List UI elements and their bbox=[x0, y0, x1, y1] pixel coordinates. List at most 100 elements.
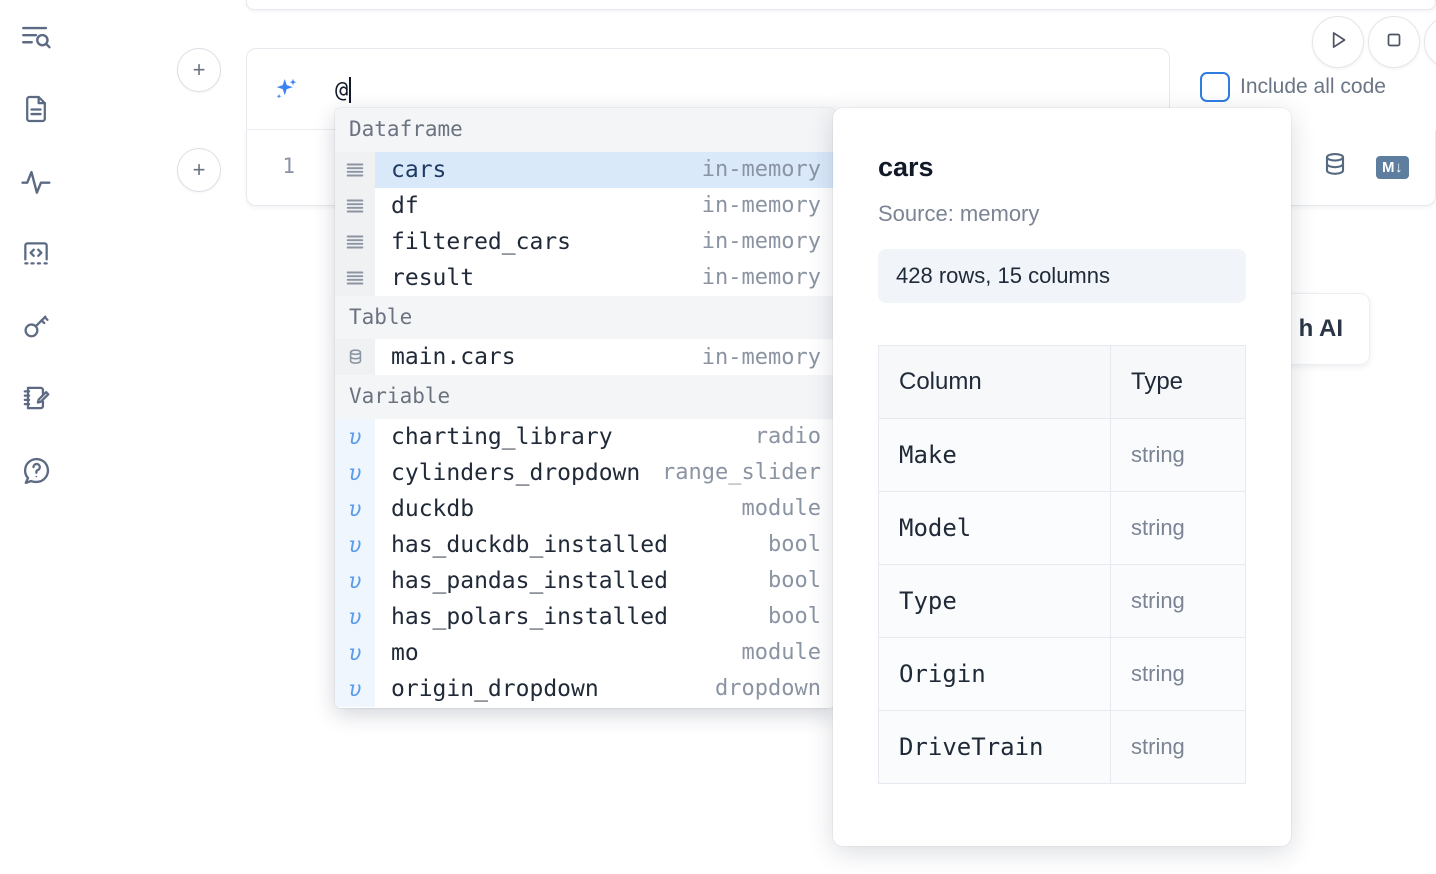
autocomplete-item-name: df bbox=[391, 192, 419, 219]
database-icon[interactable] bbox=[1320, 150, 1350, 185]
autocomplete-item[interactable]: υ origin_dropdown dropdown bbox=[335, 670, 835, 707]
sparkle-icon bbox=[271, 75, 301, 105]
scratchpad-icon bbox=[20, 382, 52, 414]
add-cell-above-button[interactable]: + bbox=[177, 48, 221, 92]
variable-icon: υ bbox=[335, 634, 375, 671]
key-icon bbox=[20, 310, 52, 342]
dataframe-icon bbox=[335, 223, 375, 260]
schema-type-cell: string bbox=[1110, 637, 1246, 711]
sidebar-item-scratchpad[interactable] bbox=[12, 374, 60, 422]
autocomplete-item-name: origin_dropdown bbox=[391, 675, 599, 702]
sidebar-item-help[interactable] bbox=[12, 446, 60, 494]
autocomplete-item-name: main.cars bbox=[391, 344, 516, 370]
autocomplete-item-name: charting_library bbox=[391, 423, 613, 450]
schema-column-name: DriveTrain bbox=[899, 733, 1044, 761]
autocomplete-item-meta: dropdown bbox=[715, 676, 821, 701]
ai-prompt-input[interactable]: @ bbox=[335, 73, 352, 107]
activity-icon bbox=[19, 165, 53, 199]
variable-icon: υ bbox=[335, 454, 375, 491]
schema-type-cell: string bbox=[1110, 418, 1246, 492]
text-caret bbox=[349, 77, 352, 103]
sidebar-item-snippets[interactable] bbox=[12, 230, 60, 278]
autocomplete-item-name: has_duckdb_installed bbox=[391, 531, 668, 558]
plus-icon: + bbox=[192, 157, 206, 182]
autocomplete-item-meta: in-memory bbox=[701, 265, 821, 290]
autocomplete-item-name: cylinders_dropdown bbox=[391, 459, 641, 486]
autocomplete-item[interactable]: υ cylinders_dropdown range_slider bbox=[335, 454, 835, 491]
autocomplete-section-header: Table bbox=[335, 295, 835, 339]
variable-icon: υ bbox=[335, 562, 375, 599]
variable-icon: υ bbox=[335, 418, 375, 455]
schema-type-name: string bbox=[1131, 661, 1185, 686]
autocomplete-item-body: cars in-memory bbox=[375, 151, 835, 188]
add-cell-below-button[interactable]: + bbox=[177, 148, 221, 192]
column-header-label: Column bbox=[899, 368, 982, 395]
autocomplete-item-name: cars bbox=[391, 156, 447, 183]
autocomplete-item-meta: in-memory bbox=[701, 157, 821, 182]
stop-button[interactable] bbox=[1368, 16, 1420, 68]
cell-action-icons: M↓ bbox=[1320, 150, 1409, 185]
include-all-code-label: Include all code bbox=[1240, 75, 1386, 98]
sidebar-rail bbox=[0, 0, 72, 874]
include-all-code-checkbox[interactable] bbox=[1200, 72, 1230, 102]
autocomplete-item-name: mo bbox=[391, 639, 419, 666]
autocomplete-section-header: Variable bbox=[335, 375, 835, 419]
autocomplete-item-meta: range_slider bbox=[662, 460, 821, 485]
autocomplete-item-body: mo module bbox=[375, 635, 835, 671]
autocomplete-item-meta: radio bbox=[754, 424, 821, 449]
detail-title: cars bbox=[878, 152, 934, 182]
database-icon bbox=[335, 339, 375, 375]
more-actions-button[interactable] bbox=[1424, 16, 1436, 68]
include-all-code-row[interactable]: Include all code bbox=[1200, 72, 1386, 102]
variable-icon: υ bbox=[335, 490, 375, 527]
autocomplete-item-meta: in-memory bbox=[701, 344, 821, 370]
autocomplete-item-name: has_pandas_installed bbox=[391, 567, 668, 594]
sidebar-item-activity[interactable] bbox=[12, 158, 60, 206]
sidebar-item-secrets[interactable] bbox=[12, 302, 60, 350]
autocomplete-item[interactable]: filtered_cars in-memory bbox=[335, 223, 835, 260]
sidebar-item-explore-files[interactable] bbox=[12, 14, 60, 62]
autocomplete-item-name: filtered_cars bbox=[391, 228, 572, 255]
autocomplete-section-header: Dataframe bbox=[335, 108, 835, 152]
autocomplete-item[interactable]: main.cars in-memory bbox=[335, 339, 835, 375]
dataframe-icon bbox=[335, 187, 375, 224]
column-header-cell: Column bbox=[878, 345, 1111, 419]
generate-with-ai-label: h AI bbox=[1298, 315, 1343, 342]
autocomplete-item-body: has_polars_installed bool bbox=[375, 599, 835, 635]
document-icon bbox=[20, 93, 52, 125]
schema-column-name: Type bbox=[899, 587, 957, 615]
autocomplete-item-name: has_polars_installed bbox=[391, 603, 668, 630]
schema-type-cell: string bbox=[1110, 564, 1246, 638]
schema-column-cell: Model bbox=[878, 491, 1111, 565]
variable-icon: υ bbox=[335, 670, 375, 707]
detail-source: Source: memory bbox=[878, 201, 1040, 226]
autocomplete-item-meta: module bbox=[741, 640, 821, 665]
autocomplete-item-meta: in-memory bbox=[701, 229, 821, 254]
run-button[interactable] bbox=[1312, 16, 1364, 68]
autocomplete-item-meta: bool bbox=[768, 604, 821, 629]
autocomplete-item[interactable]: cars in-memory bbox=[335, 151, 835, 188]
sidebar-item-notebook[interactable] bbox=[12, 85, 60, 133]
table-row: Type string bbox=[878, 564, 1246, 638]
dataframe-icon bbox=[335, 151, 375, 188]
autocomplete-item[interactable]: υ charting_library radio bbox=[335, 418, 835, 455]
markdown-icon[interactable]: M↓ bbox=[1376, 156, 1409, 179]
schema-type-name: string bbox=[1131, 442, 1185, 467]
explore-files-icon bbox=[19, 21, 53, 55]
